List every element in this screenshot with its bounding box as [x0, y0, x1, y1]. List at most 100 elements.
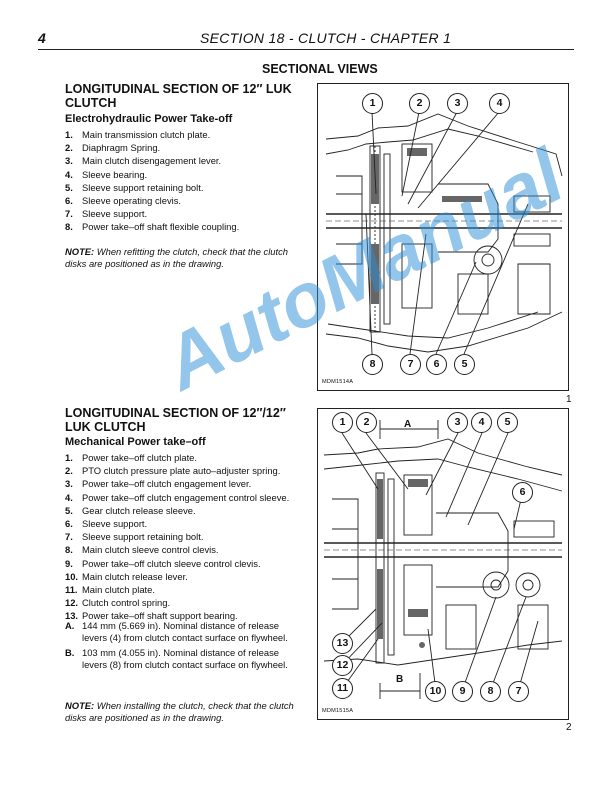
bottom-part-item-number: 2.: [65, 465, 73, 477]
fig2-callout-7: 7: [508, 681, 529, 702]
top-part-item-number: 6.: [65, 195, 73, 207]
fig1-ref-code: MDM1514A: [322, 379, 354, 385]
bottom-heading: LONGITUDINAL SECTION OF 12″/12″ LUK CLUT…: [65, 406, 286, 434]
bottom-part-item-number: 12.: [65, 597, 79, 609]
bottom-parts-list: 1. Power take–off clutch plate. 2. PTO clut…: [65, 451, 289, 623]
fig1-callout-4: 4: [489, 93, 510, 114]
bottom-part-item: 3. Power take–off clutch engagement lever…: [65, 477, 289, 490]
bottom-part-item-text: Power take–off clutch plate.: [82, 452, 197, 463]
top-part-item: 6. Sleeve operating clevis.: [65, 194, 239, 207]
bottom-part-item-number: 13.: [65, 610, 79, 622]
page-number: 4: [38, 30, 46, 46]
dimension-note: B. 103 mm (4.055 in). Nominal distance of…: [65, 647, 297, 671]
bottom-part-item-number: 6.: [65, 518, 73, 530]
fig2-dim-b-label: B: [396, 674, 404, 685]
bottom-part-item-text: Main clutch release lever.: [82, 570, 188, 582]
bottom-part-item-number: 9.: [65, 557, 73, 569]
fig1-callout-8: 8: [362, 354, 383, 375]
top-note-text: When refitting the clutch, check that th…: [65, 246, 289, 269]
fig2-callout-11: 11: [332, 678, 353, 699]
dimension-text: 103 mm (4.055 in). Nominal distance of r…: [82, 647, 288, 670]
top-part-item-text: Power take–off shaft flexible coupling.: [82, 221, 240, 233]
fig1-callout-6: 6: [426, 354, 447, 375]
figure-2-drawing: [323, 420, 563, 699]
bottom-part-item-text: Main clutch sleeve control clevis.: [82, 544, 219, 556]
fig1-callout-5: 5: [454, 354, 475, 375]
dimension-text: 144 mm (5.669 in). Nominal distance of r…: [82, 620, 288, 643]
section-title: SECTIONAL VIEWS: [262, 62, 378, 76]
fig1-callout-7: 7: [400, 354, 421, 375]
top-part-item-text: Main transmission clutch plate.: [82, 129, 211, 140]
bottom-part-item: 9. Power take–off clutch sleeve control c…: [65, 557, 289, 570]
bottom-note-text: When installing the clutch, check that t…: [65, 700, 294, 723]
bottom-part-item-number: 1.: [65, 452, 73, 463]
bottom-part-item-number: 3.: [65, 478, 73, 490]
bottom-part-item-text: Power take–off clutch engagement lever.: [82, 478, 252, 490]
bottom-part-item-text: Gear clutch release sleeve.: [82, 504, 196, 516]
fig2-callout-12: 12: [332, 655, 353, 676]
top-part-item-number: 4.: [65, 168, 73, 180]
figure-2-frame: 1 2 3 4 5 6 A B 13 12 11 10 9 8 7 MDM151…: [317, 408, 569, 720]
top-part-item: 1.Main transmission clutch plate.: [65, 128, 239, 141]
bottom-part-item-number: 8.: [65, 544, 73, 556]
bottom-part-item: 11.Main clutch plate.: [65, 583, 289, 596]
fig2-ref-code: MDM1515A: [322, 708, 354, 714]
top-part-item-number: 8.: [65, 221, 73, 233]
top-heading: LONGITUDINAL SECTION OF 12″ LUK CLUTCH: [65, 82, 292, 110]
top-note: NOTE: When refitting the clutch, check t…: [65, 246, 297, 270]
fig1-callout-2: 2: [409, 93, 430, 114]
bottom-part-item-text: Sleeve support retaining bolt.: [82, 531, 204, 543]
dimension-letter: B.: [65, 647, 75, 658]
bottom-part-item-number: 10.: [65, 570, 79, 582]
bottom-part-item-number: 4.: [65, 491, 73, 503]
fig1-callout-1: 1: [362, 93, 383, 114]
fig2-dim-a-label: A: [404, 419, 412, 430]
dimension-letter: A.: [65, 620, 75, 631]
fig2-callout-5: 5: [497, 412, 518, 433]
fig2-callout-8: 8: [480, 681, 501, 702]
bottom-part-item: 13.Power take–off shaft support bearing.: [65, 609, 289, 622]
running-header-title: SECTION 18 - CLUTCH - CHAPTER 1: [200, 30, 452, 46]
bottom-subheading: Mechanical Power take–off: [65, 436, 206, 448]
top-part-item: 7.Sleeve support.: [65, 207, 239, 220]
top-part-item-number: 5.: [65, 181, 73, 193]
header-rule: [38, 49, 574, 50]
bottom-part-item: 8. Main clutch sleeve control clevis.: [65, 543, 289, 556]
fig1-callout-3: 3: [447, 93, 468, 114]
bottom-part-item-number: 5.: [65, 504, 73, 516]
bottom-part-item: 5. Gear clutch release sleeve.: [65, 504, 289, 517]
bottom-part-item: 2. PTO clutch pressure plate auto–adjuste…: [65, 464, 289, 477]
top-part-item-number: 3.: [65, 155, 73, 167]
bottom-part-item-number: 7.: [65, 531, 73, 543]
top-part-item-text: Diaphragm Spring.: [82, 142, 161, 154]
bottom-part-item-text: Clutch control spring.: [82, 597, 171, 609]
figure-2-number: 2: [566, 722, 572, 733]
bottom-part-item-text: Power take–off clutch sleeve control cle…: [82, 557, 261, 569]
fig2-callout-3: 3: [447, 412, 468, 433]
fig2-callout-1: 1: [332, 412, 353, 433]
top-part-item-text: Sleeve support retaining bolt.: [82, 181, 204, 193]
top-part-item: 2. Diaphragm Spring.: [65, 141, 239, 154]
dimension-note: A. 144 mm (5.669 in). Nominal distance of…: [65, 620, 297, 644]
top-part-item: 8. Power take–off shaft flexible coupling…: [65, 220, 239, 233]
top-part-item-number: 7.: [65, 208, 73, 220]
bottom-part-item: 1. Power take–off clutch plate.: [65, 451, 289, 464]
bottom-part-item: 7. Sleeve support retaining bolt.: [65, 530, 289, 543]
top-part-item-text: Sleeve bearing.: [82, 168, 148, 180]
bottom-part-item-text: PTO clutch pressure plate auto–adjuster …: [82, 465, 281, 477]
top-part-item-number: 2.: [65, 142, 73, 154]
figure-1-number: 1: [566, 394, 572, 405]
fig2-callout-10: 10: [425, 681, 446, 702]
figure-1-drawing: [325, 111, 563, 355]
top-subheading: Electrohydraulic Power Take-off: [65, 113, 233, 125]
fig2-callout-13: 13: [332, 633, 353, 654]
figure-1-frame: 1 2 3 4 8 7 6 5 MDM1514A: [317, 83, 569, 391]
bottom-part-item: 4.Power take–off clutch engagement contr…: [65, 491, 289, 504]
fig2-callout-2: 2: [356, 412, 377, 433]
top-part-item-text: Sleeve operating clevis.: [82, 195, 182, 207]
top-parts-list: 1.Main transmission clutch plate.2. Diaph…: [65, 128, 239, 234]
top-note-label: NOTE:: [65, 246, 95, 257]
bottom-part-item: 6.Sleeve support.: [65, 517, 289, 530]
bottom-part-item: 10.Main clutch release lever.: [65, 570, 289, 583]
bottom-note: NOTE: When installing the clutch, check …: [65, 700, 297, 724]
